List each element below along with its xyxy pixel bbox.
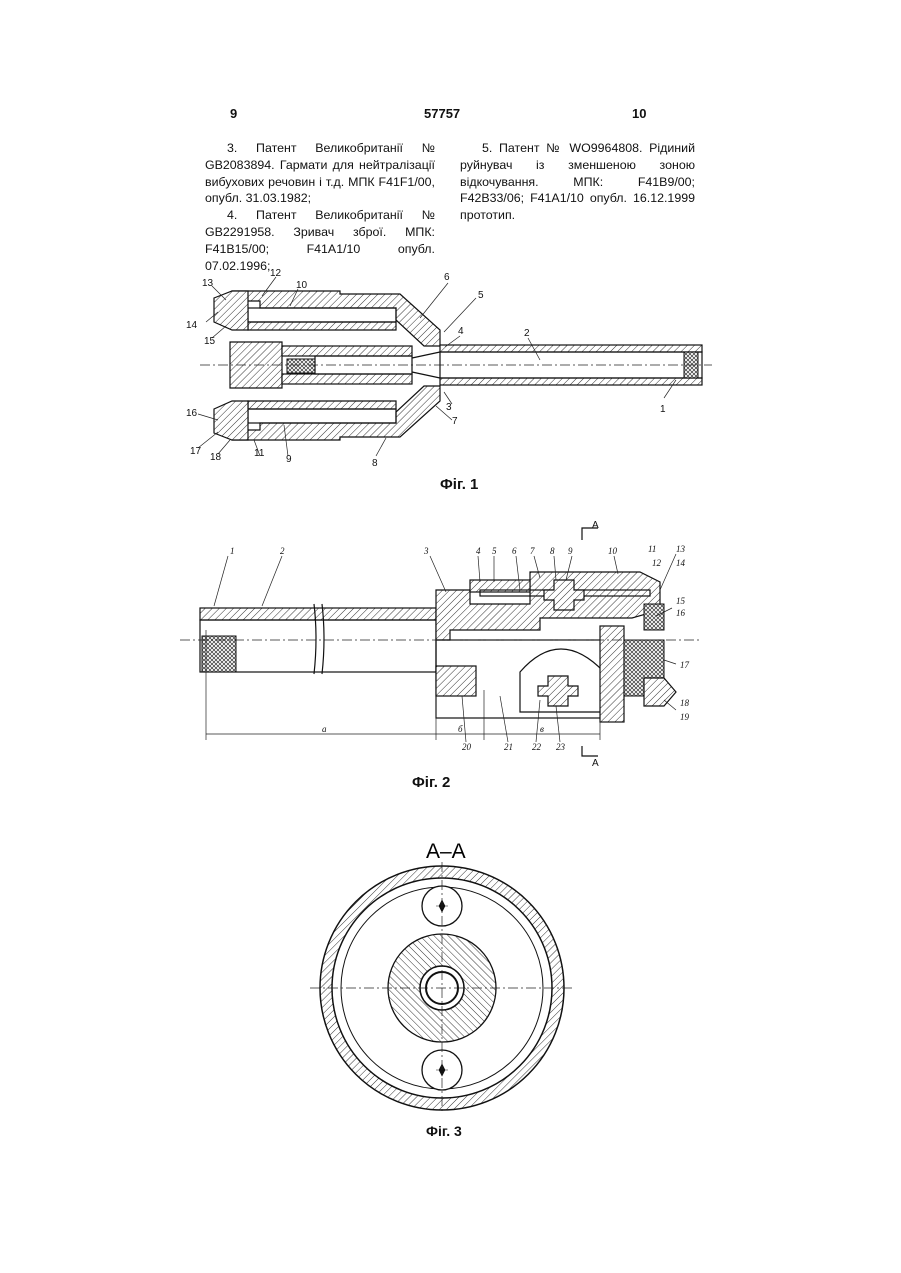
fig1-label-3: 3 [446,402,452,413]
fig1-label-16: 16 [186,408,198,419]
fig1-label-14: 14 [186,320,198,331]
fig1-cartridge [287,359,315,373]
fig1-lower-body [232,386,440,440]
fig1-label-4: 4 [458,326,464,337]
fig2-label-10: 10 [608,546,618,556]
fig1-label-5: 5 [478,290,484,301]
fig2-label-4: 4 [476,546,481,556]
fig2-label-3: 3 [423,546,429,556]
fig2-label-21: 21 [504,742,513,752]
fig2-dim-v: в [540,724,544,734]
fig2-label-23: 23 [556,742,566,752]
fig2-label-16: 16 [676,608,686,618]
figure-2-caption: Фіг. 2 [412,774,450,791]
fig2-label-19: 19 [680,712,690,722]
figure-1-caption: Фіг. 1 [440,476,478,493]
fig2-section-letter-top: A [592,520,599,531]
fig2-label-2: 2 [280,546,285,556]
figure-1-drawing: 1 2 3 4 5 6 7 8 9 10 11 12 13 14 15 16 1… [186,268,712,469]
fig2-label-13: 13 [676,544,686,554]
fig2-section-letter-bottom: A [592,758,599,769]
fig1-upper-body [232,291,440,346]
fig1-upper-cap [214,291,248,330]
fig2-label-14: 14 [676,558,686,568]
fig2-section-mark-bottom [582,746,598,756]
fig2-lower-plug [436,666,476,696]
fig2-label-18: 18 [680,698,690,708]
fig1-central-upper-wall [282,346,412,356]
fig2-end-cap [202,636,236,672]
fig2-dim-b: б [458,724,463,734]
fig1-label-9: 9 [286,454,292,465]
fig2-valve-lower [538,676,578,706]
fig2-label-1: 1 [230,546,235,556]
fig2-dim-a: a [322,724,327,734]
fig2-label-22: 22 [532,742,542,752]
fig1-label-7: 7 [452,416,458,427]
fig1-label-6: 6 [444,272,450,283]
fig2-label-7: 7 [530,546,535,556]
fig2-label-15: 15 [676,596,686,606]
fig1-label-2: 2 [524,328,530,339]
fig2-side-nozzle [644,678,676,706]
fig2-label-6: 6 [512,546,517,556]
fig2-nozzle [644,604,664,630]
fig1-upper-bore [248,308,396,322]
fig1-upper-tube [248,322,396,330]
fig2-label-11: 11 [648,544,656,554]
fig1-label-13: 13 [202,278,214,289]
fig1-label-15: 15 [204,336,216,347]
figure-2-drawing: a б в A A 1 2 3 [180,520,700,769]
fig1-lower-tube [248,401,396,409]
fig2-label-9: 9 [568,546,573,556]
fig2-label-17: 17 [680,660,690,670]
figure-3-drawing: А–А [310,840,574,1114]
fig1-label-10: 10 [296,280,308,291]
fig1-label-12: 12 [270,268,282,279]
fig2-label-20: 20 [462,742,472,752]
fig1-barrel-top-wall [440,345,702,352]
figure-3-caption: Фіг. 3 [426,1123,462,1139]
fig2-tube-wall [200,608,436,620]
fig1-label-11: 11 [254,448,265,459]
fig2-label-12: 12 [652,558,662,568]
fig1-lower-bore [248,409,396,423]
fig2-label-5: 5 [492,546,497,556]
fig1-lower-cap [214,401,248,440]
fig1-label-18: 18 [210,452,222,463]
fig1-barrel-bottom-wall [440,378,702,385]
fig2-flange [600,626,624,722]
fig1-central-lower-wall [282,374,412,384]
fig1-label-8: 8 [372,458,378,469]
fig1-label-1: 1 [660,404,666,415]
fig2-label-8: 8 [550,546,555,556]
fig1-label-17: 17 [190,446,202,457]
fig3-section-title: А–А [426,840,466,863]
